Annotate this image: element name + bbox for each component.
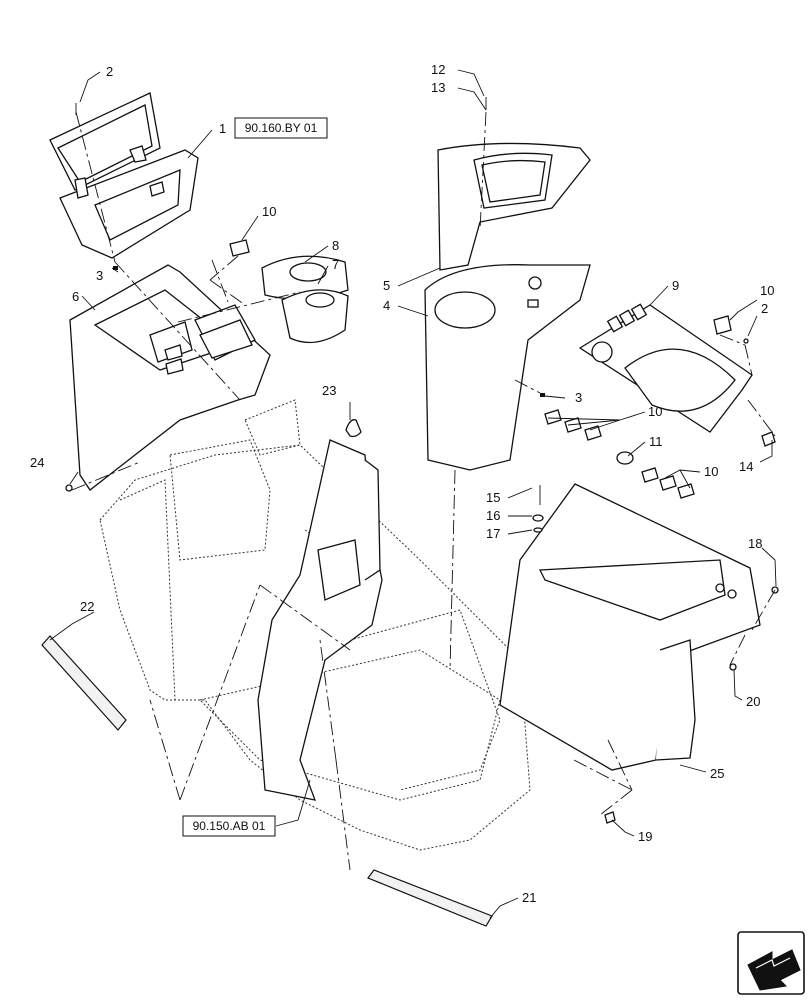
callout-19: 19 (638, 829, 652, 844)
part-8-cup-holder-top (261, 255, 349, 300)
part-6-side-panel (69, 264, 271, 491)
callout-10-mid: 10 (648, 404, 662, 419)
reference-box-top[interactable]: 90.160.BY 01 (234, 117, 328, 139)
navigation-arrow-icon[interactable] (737, 931, 805, 995)
callout-22: 22 (80, 599, 94, 614)
part-1-storage-box (49, 92, 199, 259)
callout-17: 17 (486, 526, 500, 541)
callout-10-upper-right: 10 (760, 283, 774, 298)
callout-18: 18 (748, 536, 762, 551)
part-10-switch-left (229, 239, 250, 257)
callout-7: 7 (332, 257, 339, 272)
callout-5: 5 (383, 278, 390, 293)
callout-labels: 1 2 2 3 3 4 5 6 7 8 9 10 10 10 10 11 12 … (30, 62, 774, 905)
callout-10-left: 10 (262, 204, 276, 219)
part-23-cap (345, 419, 362, 438)
callout-14: 14 (739, 459, 753, 474)
part-4-console-post (424, 264, 591, 471)
part-22-trim-strip (41, 635, 127, 731)
callout-11: 11 (649, 434, 663, 449)
callout-23: 23 (322, 383, 336, 398)
callout-12: 12 (431, 62, 445, 77)
assembly-center-lines (71, 111, 776, 871)
callout-8: 8 (332, 238, 339, 253)
part-5-upper-cover (437, 142, 591, 271)
reference-box-top-text: 90.160.BY 01 (245, 121, 318, 135)
callout-13: 13 (431, 80, 445, 95)
callout-6: 6 (72, 289, 79, 304)
callout-21: 21 (522, 890, 536, 905)
part-25-dash-housing (499, 483, 761, 771)
callout-10-lower: 10 (704, 464, 718, 479)
callout-2-left: 2 (106, 64, 113, 79)
callout-3-right: 3 (575, 390, 582, 405)
reference-box-bottom[interactable]: 90.150.AB 01 (182, 815, 276, 837)
callout-20: 20 (746, 694, 760, 709)
part-10-switch-right (713, 315, 732, 335)
center-console-post (257, 439, 383, 801)
part-21-trim-strip (367, 869, 493, 927)
cab-floor-phantom (99, 399, 531, 851)
callout-25: 25 (710, 766, 724, 781)
callout-1: 1 (219, 121, 226, 136)
callout-15: 15 (486, 490, 500, 505)
callout-3-left: 3 (96, 268, 103, 283)
reference-box-bottom-text: 90.150.AB 01 (193, 819, 266, 833)
callout-9: 9 (672, 278, 679, 293)
part-7-cup-holder-base (281, 289, 349, 344)
callout-16: 16 (486, 508, 500, 523)
callout-leaders (49, 69, 777, 919)
part-9-control-panel (578, 303, 753, 433)
callout-2-right: 2 (761, 301, 768, 316)
part-10-switch-group-a (544, 409, 602, 441)
callout-24: 24 (30, 455, 44, 470)
callout-4: 4 (383, 298, 390, 313)
part-10-switch-group-b (641, 467, 695, 499)
